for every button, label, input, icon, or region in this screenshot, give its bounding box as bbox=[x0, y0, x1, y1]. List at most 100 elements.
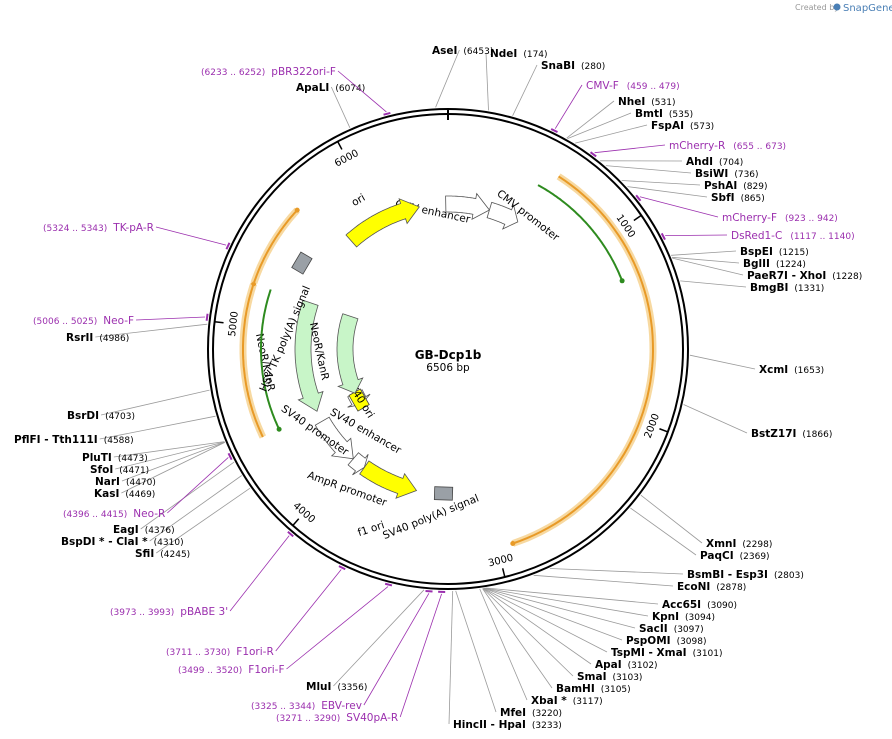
enzyme-nhei-leader bbox=[566, 100, 615, 139]
enzyme-bglii[interactable]: BglII bbox=[743, 258, 770, 270]
primer-neo-r-leader bbox=[167, 457, 229, 514]
enzyme-bmgbi-leader bbox=[680, 280, 747, 288]
feature-dcp1b-3-arrow-icon bbox=[510, 540, 516, 546]
primer-f1ori-r[interactable]: F1ori-R bbox=[236, 646, 273, 658]
enzyme-nhei[interactable]: NheI bbox=[618, 96, 645, 108]
primer-neo-r[interactable]: Neo-R bbox=[133, 508, 165, 520]
enzyme-asei[interactable]: AseI bbox=[432, 45, 457, 57]
enzyme-apali[interactable]: ApaLI bbox=[296, 82, 329, 94]
enzyme-pluti[interactable]: PluTI bbox=[82, 452, 112, 464]
enzyme-kpni[interactable]: KpnI bbox=[652, 611, 679, 623]
feature-mcherry-2 bbox=[537, 184, 624, 282]
enzyme-ahdi[interactable]: AhdI bbox=[686, 156, 713, 168]
enzyme-bamhi-position: (3105) bbox=[601, 685, 631, 695]
enzyme-acc65i-leader bbox=[485, 587, 659, 605]
enzyme-rsrii[interactable]: RsrII bbox=[66, 332, 93, 344]
enzyme-pshai[interactable]: PshAI bbox=[704, 180, 737, 192]
enzyme-bspdi-clai-position: (4310) bbox=[154, 538, 184, 548]
enzyme-bsmbi-esp3i-position: (2803) bbox=[774, 571, 804, 581]
primer-pbabe-3-range: (3973 .. 3993) bbox=[110, 608, 174, 618]
enzyme-paqci-leader bbox=[630, 507, 697, 556]
enzyme-xbai[interactable]: XbaI * bbox=[531, 695, 567, 707]
primer-pbr322ori-f[interactable]: pBR322ori-F bbox=[271, 66, 336, 78]
enzyme-bspdi-clai[interactable]: BspDI * - ClaI * bbox=[61, 536, 148, 548]
enzyme-ndei-leader bbox=[485, 52, 489, 111]
primer-neo-f-leader bbox=[136, 316, 206, 321]
enzyme-mfei-leader bbox=[455, 590, 497, 713]
enzyme-bmti-position: (535) bbox=[669, 110, 693, 120]
enzyme-bsmbi-esp3i[interactable]: BsmBI - Esp3I bbox=[687, 569, 768, 581]
enzyme-bsiwi[interactable]: BsiWI bbox=[695, 168, 728, 180]
tick-mark-3000 bbox=[501, 568, 506, 578]
enzyme-ndei-position: (174) bbox=[523, 50, 547, 60]
primer-ebv-rev[interactable]: EBV-rev bbox=[321, 700, 362, 712]
enzyme-pspomi[interactable]: PspOMI bbox=[626, 635, 671, 647]
enzyme-bsrdi[interactable]: BsrDI bbox=[67, 410, 99, 422]
enzyme-asei-position: (6453) bbox=[463, 47, 493, 57]
enzyme-kpni-leader bbox=[484, 587, 649, 617]
enzyme-acc65i[interactable]: Acc65I bbox=[662, 599, 701, 611]
tick-mark-1000 bbox=[633, 214, 642, 222]
enzyme-ndei[interactable]: NdeI bbox=[490, 48, 517, 60]
feature-neo-12-arrow-icon bbox=[276, 426, 282, 432]
enzyme-bstz17i-leader bbox=[683, 404, 748, 434]
enzyme-bstz17i[interactable]: BstZ17I bbox=[751, 428, 796, 440]
primer-mcherry-r[interactable]: mCherry-R bbox=[669, 140, 725, 152]
enzyme-bsrdi-position: (4703) bbox=[105, 412, 135, 422]
enzyme-ahdi-position: (704) bbox=[719, 158, 743, 168]
primer-dsred1-c[interactable]: DsRed1-C bbox=[731, 230, 782, 242]
enzyme-smai[interactable]: SmaI bbox=[577, 671, 607, 683]
primer-f1ori-f[interactable]: F1ori-F bbox=[248, 664, 284, 676]
enzyme-bmgbi[interactable]: BmgBI bbox=[750, 282, 788, 294]
enzyme-paer7i-xhoi-position: (1228) bbox=[832, 272, 862, 282]
enzyme-nari[interactable]: NarI bbox=[95, 476, 120, 488]
enzyme-paqci[interactable]: PaqCI bbox=[700, 550, 734, 562]
enzyme-mfei[interactable]: MfeI bbox=[500, 707, 526, 719]
enzyme-xcmi[interactable]: XcmI bbox=[759, 364, 788, 376]
primer-tk-pa-r[interactable]: TK-pA-R bbox=[112, 222, 154, 234]
primer-mcherry-f-leader bbox=[639, 196, 719, 218]
enzyme-sbfi[interactable]: SbfI bbox=[711, 192, 735, 204]
enzyme-econi[interactable]: EcoNI bbox=[677, 581, 710, 593]
primer-f1ori-r-leader bbox=[275, 569, 342, 652]
primer-cmv-f[interactable]: CMV-F bbox=[586, 80, 619, 92]
enzyme-econi-leader bbox=[533, 574, 674, 587]
enzyme-snabi[interactable]: SnaBI bbox=[541, 60, 575, 72]
primer-neo-f[interactable]: Neo-F bbox=[103, 315, 134, 327]
enzyme-sfii[interactable]: SfiI bbox=[135, 548, 154, 560]
feature-f1-ori-5-label: f1 ori bbox=[356, 519, 386, 539]
enzyme-bglii-leader bbox=[671, 256, 740, 264]
primer-ebv-rev-leader bbox=[363, 593, 430, 706]
primer-tk-pa-r-marker bbox=[225, 242, 231, 250]
enzyme-eagi[interactable]: EagI bbox=[113, 524, 139, 536]
enzyme-paer7i-xhoi[interactable]: PaeR7I - XhoI bbox=[747, 270, 826, 282]
primer-mcherry-r-marker bbox=[589, 151, 597, 158]
enzyme-hincii-hpai[interactable]: HincII - HpaI bbox=[453, 719, 526, 731]
enzyme-fspai[interactable]: FspAI bbox=[651, 120, 684, 132]
feature-ampr-promoter-6 bbox=[347, 452, 369, 476]
enzyme-pshai-leader bbox=[621, 180, 701, 186]
enzyme-bspei[interactable]: BspEI bbox=[740, 246, 773, 258]
enzyme-bsiwi-leader bbox=[605, 165, 692, 174]
enzyme-pflfi-tth111i[interactable]: PflFI - Tth111I bbox=[14, 434, 98, 446]
primer-cmv-f-range: (459 .. 479) bbox=[627, 82, 680, 92]
snapgene-logo-icon bbox=[833, 3, 841, 11]
enzyme-kpni-position: (3094) bbox=[685, 613, 715, 623]
enzyme-tspmi-xmai[interactable]: TspMI - XmaI bbox=[611, 647, 687, 659]
enzyme-acc65i-position: (3090) bbox=[707, 601, 737, 611]
primer-ebv-rev-marker bbox=[425, 589, 433, 593]
enzyme-sfoi[interactable]: SfoI bbox=[90, 464, 113, 476]
primer-pbabe-3[interactable]: pBABE 3' bbox=[180, 606, 228, 618]
enzyme-bamhi[interactable]: BamHI bbox=[556, 683, 595, 695]
enzyme-bsmbi-esp3i-leader bbox=[549, 568, 684, 575]
primer-mcherry-f[interactable]: mCherry-F bbox=[722, 212, 777, 224]
enzyme-xmni[interactable]: XmnI bbox=[706, 538, 736, 550]
enzyme-bmti[interactable]: BmtI bbox=[635, 108, 663, 120]
enzyme-apai[interactable]: ApaI bbox=[595, 659, 622, 671]
enzyme-sacii[interactable]: SacII bbox=[639, 623, 668, 635]
enzyme-mlui[interactable]: MluI bbox=[306, 681, 331, 693]
enzyme-kasi[interactable]: KasI bbox=[94, 488, 119, 500]
enzyme-pspomi-position: (3098) bbox=[677, 637, 707, 647]
enzyme-apali-position: (6074) bbox=[335, 84, 365, 94]
primer-sv40pa-r[interactable]: SV40pA-R bbox=[346, 712, 398, 724]
